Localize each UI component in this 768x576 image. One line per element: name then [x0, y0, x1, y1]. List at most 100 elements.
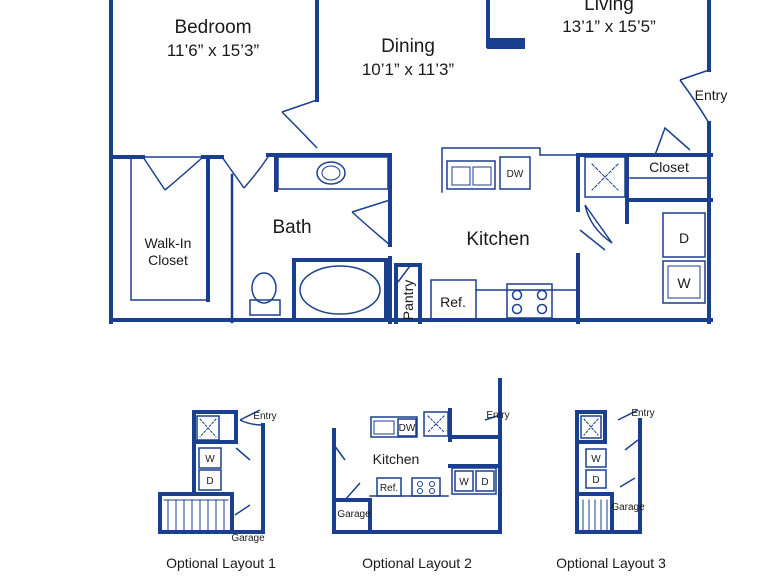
entry-door: [484, 414, 501, 421]
burner-icon: [417, 481, 423, 487]
bath-title: Bath: [272, 217, 311, 238]
optional-layout-1-plan: [158, 409, 265, 534]
kitchen-title: Kitchen: [466, 229, 529, 250]
toilet-tank: [249, 299, 281, 316]
water-heater: [580, 415, 602, 439]
layout3-washer-label: W: [591, 454, 601, 465]
toilet-icon: [251, 272, 277, 304]
walkin-closet-shelf: [130, 156, 209, 301]
dishwasher-label: DW: [507, 169, 524, 180]
closet-door: [142, 156, 204, 191]
sink-bowl: [472, 166, 492, 186]
layout2-dw-label: DW: [399, 423, 416, 434]
water-heater-cross: [591, 163, 619, 191]
main-floor-plan: [109, 0, 713, 324]
tub: [292, 258, 388, 322]
entry-door: [617, 409, 639, 421]
stove: [506, 283, 553, 319]
vanity: [277, 156, 389, 190]
column: [487, 38, 525, 49]
living-title: Living: [584, 0, 634, 15]
burner-icon: [536, 289, 548, 301]
bedroom-door: [281, 99, 318, 149]
washer-box: [585, 448, 607, 468]
living-dims: 13’1” x 15’5”: [562, 17, 656, 36]
sink-icon: [316, 161, 346, 185]
stairs: [582, 499, 608, 531]
utility-door: [624, 439, 639, 451]
layout1-garage-label: Garage: [231, 533, 265, 544]
garage-door: [234, 504, 251, 516]
washer-box: [662, 260, 706, 304]
entry-door: [239, 409, 264, 426]
kitchen-sink: [373, 420, 395, 435]
kitchen-door: [333, 444, 346, 461]
stairs: [163, 499, 229, 531]
dining-dims: 10’1” x 11’3”: [362, 60, 455, 79]
sink-bowl: [451, 166, 471, 186]
layout2-title: Optional Layout 2: [362, 555, 472, 571]
burner-icon: [536, 303, 548, 315]
entry-door: [679, 69, 710, 124]
optional-layout-3-plan: [575, 409, 642, 534]
stove: [411, 477, 441, 497]
walkin-closet-line1: Walk-In: [145, 235, 192, 251]
layout3-garage-label: Garage: [611, 502, 645, 513]
pantry-label: Pantry: [400, 280, 416, 320]
refrigerator: [430, 279, 477, 321]
water-heater: [423, 411, 449, 437]
burner-icon: [429, 488, 435, 494]
utility-door-2: [579, 229, 606, 251]
optional-layout-2-plan: [332, 378, 502, 534]
closet-door: [654, 126, 691, 156]
tub-basin: [299, 265, 381, 315]
burner-icon: [511, 303, 523, 315]
layout1-entry-label: Entry: [253, 411, 276, 422]
washer-box: [198, 447, 222, 469]
dryer-label: D: [679, 230, 689, 246]
pantry-door: [397, 265, 411, 283]
utility-door: [235, 447, 251, 461]
layout1-washer-label: W: [205, 454, 215, 465]
water-heater: [584, 156, 626, 198]
water-heater-cross: [583, 418, 599, 436]
utility-door: [584, 204, 613, 244]
dishwasher: [499, 156, 531, 190]
bath-door: [351, 199, 391, 246]
burner-icon: [417, 488, 423, 494]
counter: [370, 416, 418, 438]
layout2-dryer-label: D: [481, 477, 488, 488]
dishwasher: [397, 418, 417, 437]
sink-basin: [321, 165, 341, 181]
layout2-kitchen-label: Kitchen: [373, 451, 420, 467]
dining-title: Dining: [381, 36, 435, 57]
water-heater: [196, 415, 220, 441]
closet-door: [221, 156, 269, 189]
layout2-washer-label: W: [459, 477, 469, 488]
walkin-closet-line2: Closet: [148, 252, 188, 268]
layout2-entry-label: Entry: [486, 410, 509, 421]
water-heater-cross: [199, 418, 217, 438]
dryer-box: [662, 212, 706, 258]
layout1-dryer-label: D: [206, 476, 213, 487]
garage-door: [344, 482, 361, 501]
garage-door: [619, 477, 636, 488]
burner-icon: [429, 481, 435, 487]
layout2-garage-label: Garage: [337, 509, 371, 520]
kitchen-sink: [446, 160, 496, 190]
layout3-title: Optional Layout 3: [556, 555, 666, 571]
dryer-box: [585, 469, 607, 489]
closet-label: Closet: [649, 159, 689, 175]
dryer-box: [475, 470, 495, 492]
washer-inner: [667, 265, 701, 299]
lower-counter: [475, 289, 579, 321]
layout2-ref-label: Ref.: [380, 483, 398, 494]
burner-icon: [511, 289, 523, 301]
bedroom-title: Bedroom: [174, 17, 251, 38]
bedroom-dims: 11’6” x 15’3”: [167, 41, 260, 60]
dryer-box: [198, 469, 222, 491]
washer-label: W: [677, 275, 691, 291]
water-heater-cross: [427, 415, 445, 433]
layout1-title: Optional Layout 1: [166, 555, 276, 571]
